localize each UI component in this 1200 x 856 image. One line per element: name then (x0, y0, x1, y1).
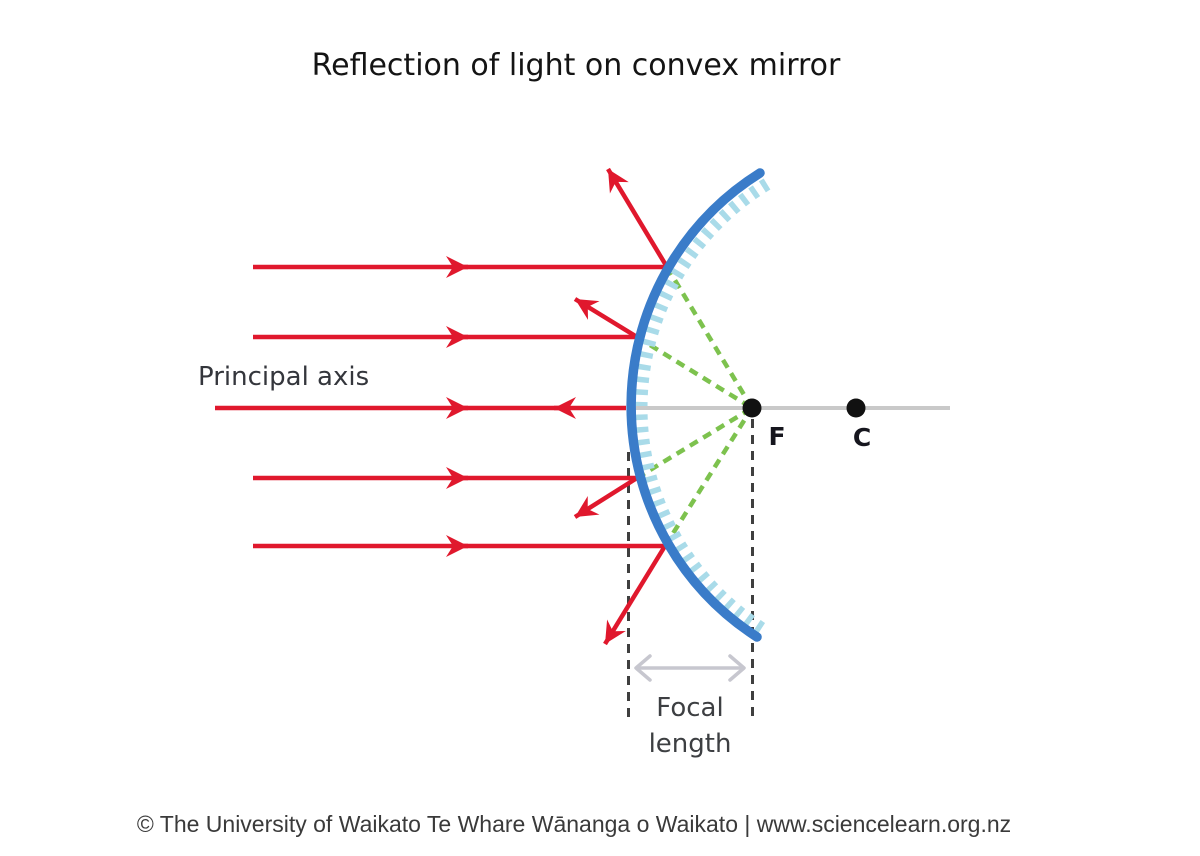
focal-length-arrow-right-head (728, 654, 746, 682)
light-rays (215, 167, 669, 646)
virtual-ray-1 (665, 265, 754, 410)
focal-length-arrow (634, 654, 746, 682)
focal-length-label-line1: Focal (656, 693, 724, 723)
focal-point-dot (742, 398, 762, 418)
centre-of-curvature-label: C (852, 423, 872, 452)
principal-axis-label: Principal axis (198, 362, 370, 392)
focal-length-label-line2: length (648, 729, 732, 759)
figure-title: Reflection of light on convex mirror (311, 48, 841, 83)
focal-point-label: F (768, 422, 786, 451)
virtual-ray-extensions (635, 265, 754, 548)
focal-length-arrow-left-head (634, 654, 652, 682)
virtual-ray-4 (663, 406, 754, 548)
virtual-ray-2 (635, 335, 754, 410)
virtual-ray-3 (635, 406, 754, 480)
reflected-ray-4 (573, 476, 639, 519)
reflected-ray-5 (603, 544, 667, 646)
centre-of-curvature-dot (846, 398, 866, 418)
reflected-ray-1 (606, 167, 669, 269)
mirror-surface (626, 168, 765, 642)
copyright-credit: © The University of Waikato Te Whare Wān… (136, 811, 1012, 837)
focal-length-label: Focal length (616, 690, 764, 762)
focal-guide-lines (627, 419, 754, 722)
reflected-ray-2 (573, 297, 639, 339)
